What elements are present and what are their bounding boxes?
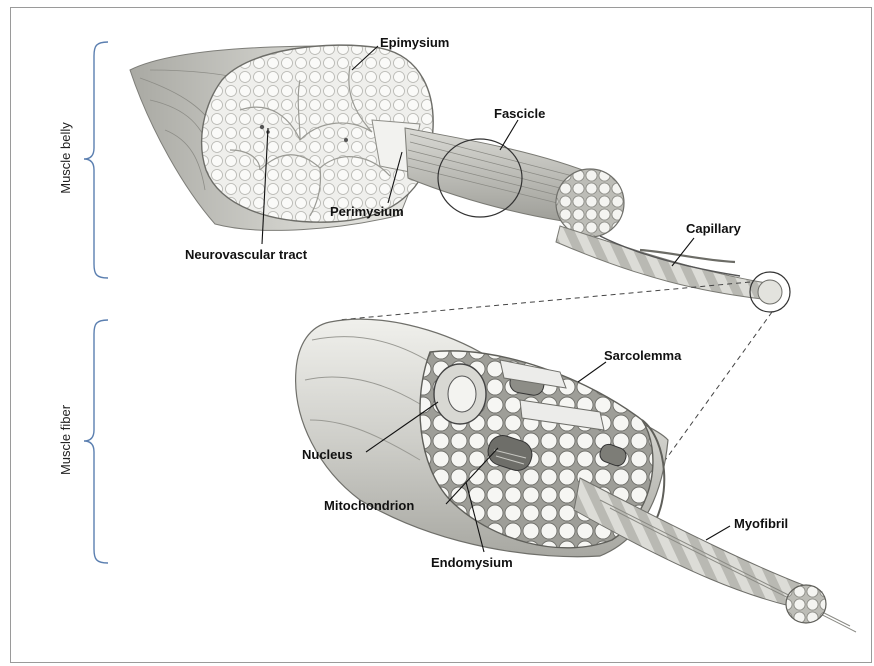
muscle-belly-brace: [84, 42, 108, 278]
capillary-label: Capillary: [686, 221, 742, 236]
muscle-fiber-illustration: [296, 319, 856, 632]
muscle-fiber-brace: [84, 320, 108, 563]
sarcolemma-label: Sarcolemma: [604, 348, 682, 363]
endomysium-label: Endomysium: [431, 555, 513, 570]
mitochondrion-label: Mitochondrion: [324, 498, 414, 513]
muscle-belly-illustration: [130, 45, 790, 312]
fascicle-label: Fascicle: [494, 106, 545, 121]
perimysium-label: Perimysium: [330, 204, 404, 219]
muscle-belly-label: Muscle belly: [58, 122, 73, 194]
muscle-fiber-label: Muscle fiber: [58, 404, 73, 475]
epimysium-label: Epimysium: [380, 35, 449, 50]
neurovascular-tract-label: Neurovascular tract: [185, 247, 308, 262]
myofibril-label: Myofibril: [734, 516, 788, 531]
nucleus-label: Nucleus: [302, 447, 353, 462]
